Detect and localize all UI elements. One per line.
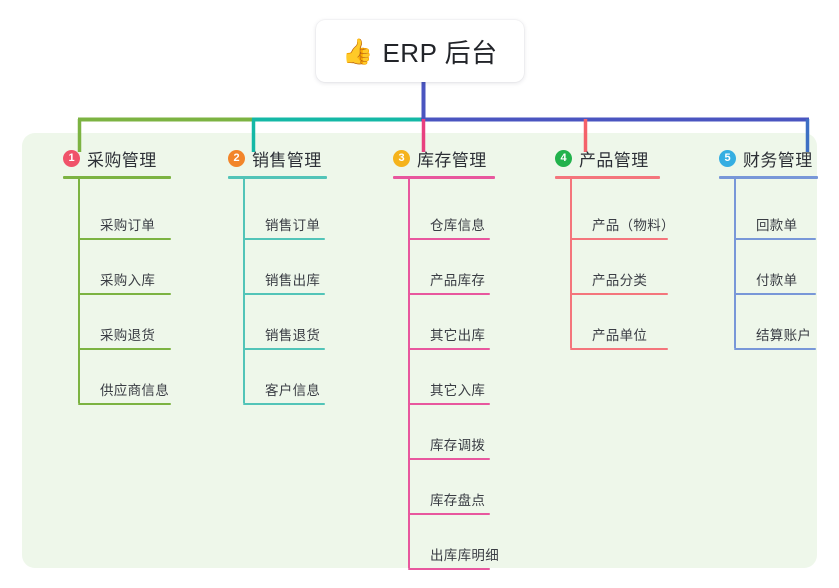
leaf-item-label: 出库库明细 [430, 548, 499, 563]
column-title-inventory: 库存管理 [417, 150, 487, 170]
leaf-item-rule [734, 348, 816, 350]
column-header-rule-product [555, 176, 660, 179]
column-spine-finance [734, 178, 736, 348]
leaf-item-rule [78, 238, 171, 240]
column-header-rule-purchase [63, 176, 171, 179]
column-badge-finance: 5 [719, 149, 736, 167]
leaf-item-label: 结算账户 [756, 328, 812, 343]
diagram-panel [22, 133, 817, 568]
leaf-item-label: 销售退货 [265, 328, 321, 343]
leaf-item-label: 产品（物料） [592, 218, 675, 233]
leaf-item-rule [570, 238, 668, 240]
leaf-item-rule [734, 293, 816, 295]
column-finance: 5 财务管理回款单付款单结算账户 [700, 146, 818, 350]
leaf-item-sales-4[interactable]: 客户信息 [243, 377, 325, 411]
leaf-item-inventory-5[interactable]: 库存调拨 [408, 432, 490, 466]
root-node[interactable]: 👍 ERP 后台 [316, 20, 524, 82]
leaf-item-rule [408, 568, 490, 570]
leaf-item-product-1[interactable]: 产品（物料） [570, 212, 675, 246]
leaf-item-sales-3[interactable]: 销售退货 [243, 322, 325, 356]
leaf-item-product-2[interactable]: 产品分类 [570, 267, 668, 301]
leaf-item-purchase-3[interactable]: 采购退货 [78, 322, 171, 356]
column-badge-sales: 2 [228, 149, 245, 167]
column-title-product: 产品管理 [579, 150, 649, 170]
leaf-item-finance-1[interactable]: 回款单 [734, 212, 816, 246]
leaf-item-finance-3[interactable]: 结算账户 [734, 322, 816, 356]
column-header-product[interactable]: 4 产品管理 [536, 146, 649, 170]
column-spine-inventory [408, 178, 410, 568]
column-header-rule-sales [228, 176, 327, 179]
leaf-item-rule [408, 238, 490, 240]
leaf-item-inventory-2[interactable]: 产品库存 [408, 267, 490, 301]
leaf-item-label: 采购入库 [100, 273, 156, 288]
leaf-item-rule [570, 293, 668, 295]
root-title: ERP 后台 [382, 37, 498, 68]
leaf-item-label: 回款单 [756, 218, 798, 233]
leaf-item-finance-2[interactable]: 付款单 [734, 267, 816, 301]
leaf-item-label: 库存盘点 [430, 493, 486, 508]
leaf-item-rule [408, 513, 490, 515]
column-badge-purchase: 1 [63, 149, 80, 167]
leaf-item-label: 其它出库 [430, 328, 486, 343]
leaf-item-label: 其它入库 [430, 383, 486, 398]
leaf-item-rule [243, 293, 325, 295]
leaf-item-product-3[interactable]: 产品单位 [570, 322, 668, 356]
leaf-item-rule [78, 348, 171, 350]
leaf-item-label: 采购订单 [100, 218, 156, 233]
leaf-item-label: 采购退货 [100, 328, 156, 343]
leaf-item-rule [408, 348, 490, 350]
leaf-item-rule [78, 403, 171, 405]
leaf-item-inventory-4[interactable]: 其它入库 [408, 377, 490, 411]
leaf-item-rule [243, 403, 325, 405]
leaf-item-rule [243, 348, 325, 350]
leaf-item-label: 供应商信息 [100, 383, 169, 398]
column-title-purchase: 采购管理 [87, 150, 157, 170]
column-product: 4 产品管理产品（物料） 产品分类产品单位 [536, 146, 675, 350]
leaf-item-label: 库存调拨 [430, 438, 486, 453]
leaf-item-sales-2[interactable]: 销售出库 [243, 267, 325, 301]
column-spine-purchase [78, 178, 80, 403]
column-header-inventory[interactable]: 3 库存管理 [374, 146, 487, 170]
leaf-item-label: 销售订单 [265, 218, 321, 233]
column-spine-product [570, 178, 572, 348]
column-header-purchase[interactable]: 1 采购管理 [44, 146, 157, 170]
leaf-item-label: 付款单 [756, 273, 798, 288]
leaf-item-label: 产品单位 [592, 328, 648, 343]
leaf-item-purchase-1[interactable]: 采购订单 [78, 212, 171, 246]
leaf-item-label: 产品库存 [430, 273, 486, 288]
leaf-item-label: 产品分类 [592, 273, 648, 288]
thumbs-up-icon: 👍 [342, 37, 374, 66]
column-badge-inventory: 3 [393, 149, 410, 167]
column-badge-product: 4 [555, 149, 572, 167]
column-header-sales[interactable]: 2 销售管理 [209, 146, 322, 170]
leaf-item-purchase-2[interactable]: 采购入库 [78, 267, 171, 301]
leaf-item-inventory-3[interactable]: 其它出库 [408, 322, 490, 356]
column-title-finance: 财务管理 [743, 150, 813, 170]
leaf-item-rule [243, 238, 325, 240]
leaf-item-rule [408, 403, 490, 405]
column-purchase: 1 采购管理采购订单采购入库采购退货供应商信息 [44, 146, 171, 405]
leaf-item-inventory-6[interactable]: 库存盘点 [408, 487, 490, 521]
column-inventory: 3 库存管理仓库信息产品库存其它出库其它入库库存调拨库存盘点出库库明细 [374, 146, 499, 570]
leaf-item-purchase-4[interactable]: 供应商信息 [78, 377, 171, 411]
leaf-item-inventory-1[interactable]: 仓库信息 [408, 212, 490, 246]
leaf-item-rule [408, 458, 490, 460]
column-spine-sales [243, 178, 245, 403]
column-title-sales: 销售管理 [252, 150, 322, 170]
leaf-item-label: 仓库信息 [430, 218, 486, 233]
leaf-item-label: 销售出库 [265, 273, 321, 288]
column-header-rule-finance [719, 176, 818, 179]
column-header-finance[interactable]: 5 财务管理 [700, 146, 813, 170]
leaf-item-rule [734, 238, 816, 240]
leaf-item-rule [570, 348, 668, 350]
leaf-item-inventory-7[interactable]: 出库库明细 [408, 542, 499, 576]
leaf-item-rule [78, 293, 171, 295]
column-sales: 2 销售管理销售订单销售出库销售退货客户信息 [209, 146, 327, 405]
leaf-item-rule [408, 293, 490, 295]
column-header-rule-inventory [393, 176, 495, 179]
leaf-item-label: 客户信息 [265, 383, 321, 398]
leaf-item-sales-1[interactable]: 销售订单 [243, 212, 325, 246]
